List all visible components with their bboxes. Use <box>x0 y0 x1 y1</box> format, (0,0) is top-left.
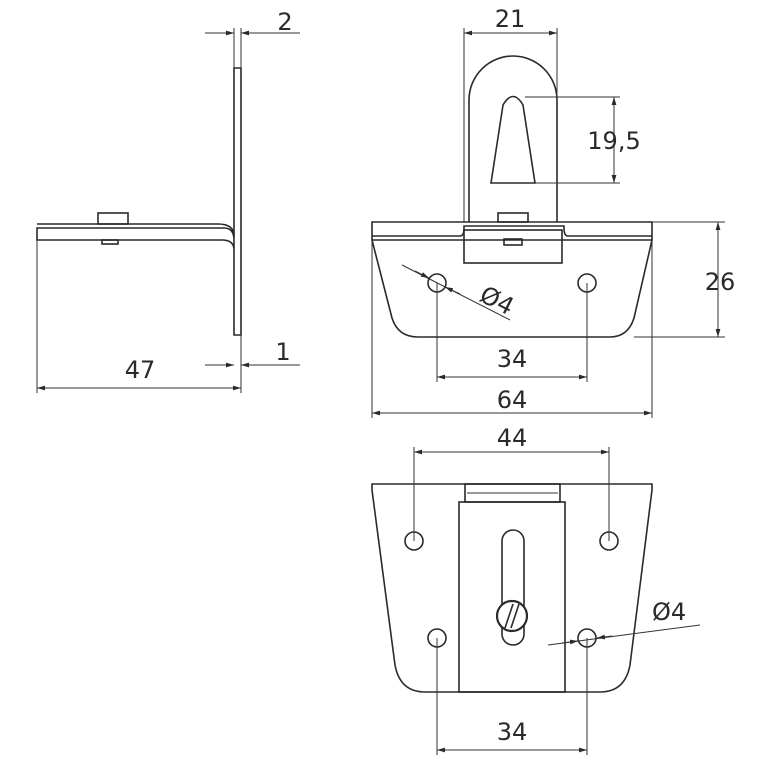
bottom-view: 44 34 Ø4 <box>371 424 701 755</box>
dim-47: 47 <box>125 356 156 384</box>
dim-21: 21 <box>495 5 526 33</box>
dim-19-5: 19,5 <box>587 127 640 155</box>
front-view: 21 19,5 26 34 64 Ø4 <box>371 5 736 418</box>
dim-34-bottom: 34 <box>497 718 528 746</box>
dim-26: 26 <box>705 268 736 296</box>
dim-diameter-bottom: Ø4 <box>652 598 686 626</box>
dim-64: 64 <box>497 386 528 414</box>
dim-1: 1 <box>275 338 290 366</box>
dim-34-front: 34 <box>497 345 528 373</box>
dim-44: 44 <box>497 424 528 452</box>
side-view: 2 47 1 <box>36 8 300 393</box>
dim-2: 2 <box>277 8 292 36</box>
dim-diameter-front: Ø4 <box>475 280 518 320</box>
